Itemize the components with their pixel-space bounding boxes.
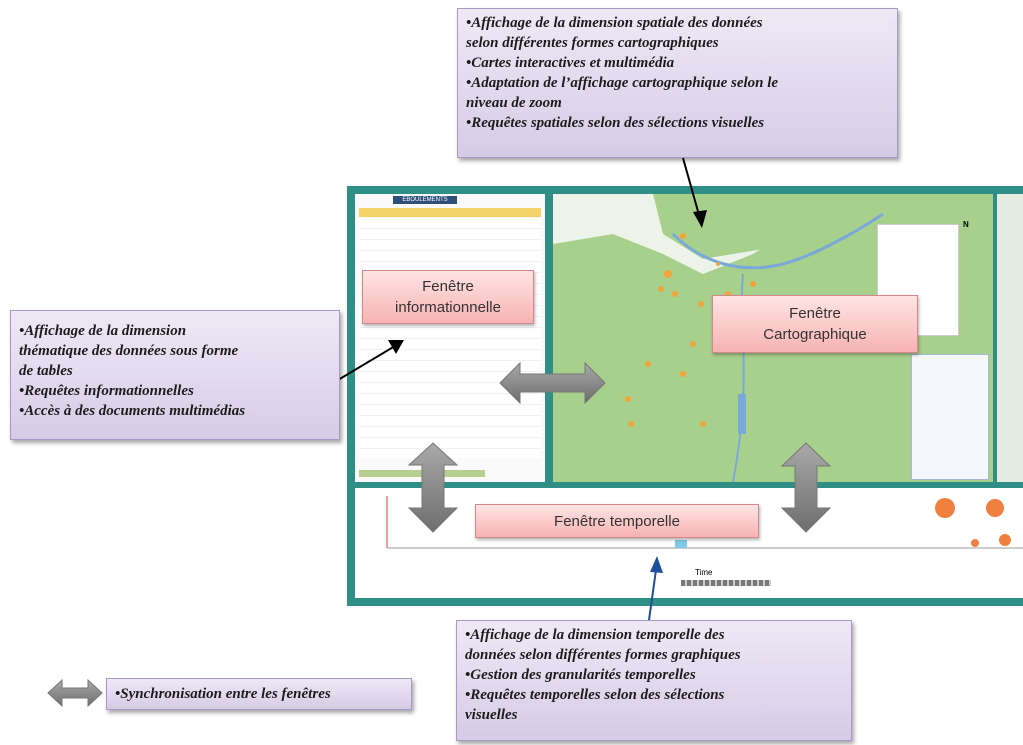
eboulement-points <box>625 233 756 427</box>
cartographic-window-tag: Fenêtre Cartographique <box>712 295 918 353</box>
callout-line: visuelles <box>465 707 518 723</box>
timeline-bubble <box>999 534 1011 546</box>
map-point <box>750 281 756 287</box>
pointer-temporal <box>648 569 657 621</box>
tag-line: Fenêtre temporelle <box>554 512 680 530</box>
callout-line: •Gestion des granularités temporelles <box>465 667 696 683</box>
map-point <box>625 396 631 402</box>
callout-line: •Requêtes informationnelles <box>19 383 194 399</box>
callout-line: •Adaptation de l’affichage cartographiqu… <box>466 75 779 91</box>
timeline-svg <box>386 496 1023 549</box>
time-label: Time <box>695 568 713 577</box>
tag-line: Cartographique <box>763 326 867 343</box>
layers-box[interactable] <box>911 354 989 480</box>
map-point <box>690 341 696 347</box>
callout-line: •Affichage de la dimension spatiale des … <box>466 15 763 31</box>
river-branch-line <box>732 273 745 482</box>
map-point <box>680 233 686 239</box>
map-point <box>680 371 686 377</box>
sync-arrow-vertical-left <box>407 442 459 533</box>
pointer-temporal-head <box>650 556 663 573</box>
table-tab[interactable]: EBOULEMENTS <box>393 196 457 204</box>
callout-line: •Accès à des documents multimédias <box>19 403 246 419</box>
map-point <box>716 262 720 266</box>
upper-land-shape <box>653 194 883 259</box>
table-header <box>359 208 541 217</box>
pointer-thematic-head <box>388 340 404 354</box>
sync-arrow-horizontal <box>499 361 606 405</box>
pointer-spatial-head <box>693 210 707 228</box>
map-point <box>645 361 651 367</box>
callout-line: données selon différentes formes graphiq… <box>465 647 741 663</box>
table-body <box>359 218 541 458</box>
sync-legend-callout: •Synchronisation entre les fenêtres <box>106 678 412 710</box>
callout-line: •Cartes interactives et multimédia <box>466 55 675 71</box>
map-toolbar[interactable] <box>997 194 1023 482</box>
map-point <box>672 291 678 297</box>
timeline-slider[interactable] <box>681 580 771 586</box>
timeline-selection <box>675 540 687 548</box>
spatial-callout: •Affichage de la dimension spatiale des … <box>457 8 898 158</box>
pointer-spatial <box>682 157 700 216</box>
callout-line: •Requêtes spatiales selon des sélections… <box>466 115 765 131</box>
callout-line: •Affichage de la dimension <box>19 323 187 339</box>
temporal-window-tag: Fenêtre temporelle <box>475 504 759 538</box>
callout-line: de tables <box>19 363 73 379</box>
callout-line: thématique des données sous forme <box>19 343 239 359</box>
map-point <box>658 286 664 292</box>
map-point <box>664 270 672 278</box>
informational-window-tag: Fenêtre informationnelle <box>362 270 534 324</box>
timeline-bubble <box>935 498 955 518</box>
tag-line: informationnelle <box>395 299 501 316</box>
map-point <box>628 421 634 427</box>
map-point <box>700 421 706 427</box>
sync-arrow-legend <box>47 678 103 708</box>
callout-line: •Requêtes temporelles selon des sélectio… <box>465 687 725 703</box>
callout-line: selon différentes formes cartographiques <box>466 35 719 51</box>
timeline-bubble <box>971 539 979 547</box>
river-line <box>671 212 884 270</box>
callout-line: niveau de zoom <box>466 95 562 111</box>
thematic-callout: •Affichage de la dimension thématique de… <box>10 310 340 440</box>
callout-line: •Affichage de la dimension temporelle de… <box>465 627 725 643</box>
map-point <box>698 301 704 307</box>
sync-arrow-vertical-right <box>780 442 832 533</box>
lake-shape <box>738 394 746 434</box>
pointer-thematic <box>332 345 396 384</box>
tag-line: Fenêtre <box>422 278 474 295</box>
north-arrow: N <box>963 220 969 229</box>
timeline-bubble <box>986 499 1004 517</box>
tag-line: Fenêtre <box>789 305 841 322</box>
sync-legend-text: •Synchronisation entre les fenêtres <box>115 686 331 702</box>
temporal-callout: •Affichage de la dimension temporelle de… <box>456 620 852 741</box>
